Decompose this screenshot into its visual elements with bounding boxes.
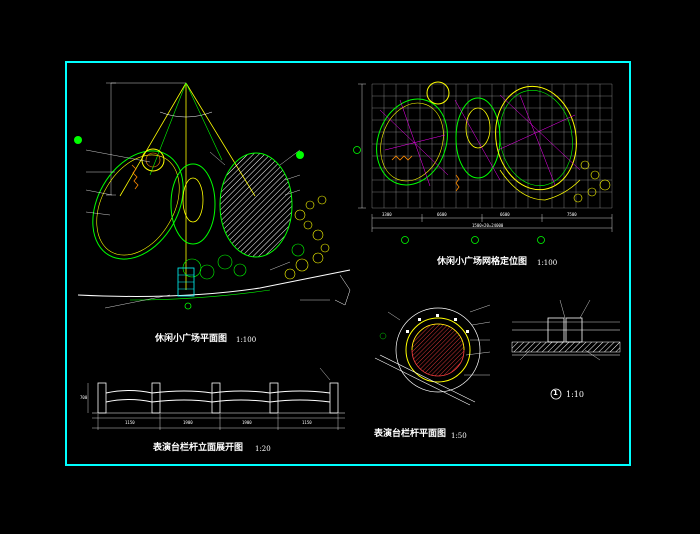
railing-plan-scale: 1:50 <box>451 432 467 440</box>
railing-plan-title: 表演台栏杆平面图 <box>374 429 447 439</box>
grid-dim-1: 3300 <box>382 212 392 217</box>
plan-scale: 1:100 <box>236 336 257 344</box>
grid-dim-3: 6600 <box>500 212 510 217</box>
grid-dim-2: 6600 <box>437 212 447 217</box>
railing-elevation <box>87 367 345 430</box>
detail-number: 1 <box>553 389 558 397</box>
elev-dim-4: 1150 <box>302 420 312 425</box>
plan-title: 休闲小广场平面图 <box>155 334 228 344</box>
railing-elevation-title: 表演台栏杆立面展开图 <box>153 443 244 453</box>
railing-plan <box>374 304 491 406</box>
grid-title: 休闲小广场网格定位图 <box>437 257 528 267</box>
grid-scale: 1:100 <box>537 259 558 267</box>
grid-positioning <box>353 81 613 244</box>
detail-scale: 1:10 <box>566 390 584 399</box>
grid-dim-4: 7500 <box>567 212 577 217</box>
elev-dim-1: 1150 <box>125 420 135 425</box>
grid-dim-total: 1500×20=24000 <box>472 223 504 228</box>
elev-dim-2: 1900 <box>183 420 193 425</box>
elev-side-dim: 700 <box>80 395 88 400</box>
detail-1 <box>511 299 621 400</box>
plaza-plan <box>74 82 351 310</box>
elev-dim-3: 1900 <box>242 420 252 425</box>
railing-elevation-scale: 1:20 <box>255 445 271 453</box>
drawing-frame <box>65 61 631 466</box>
